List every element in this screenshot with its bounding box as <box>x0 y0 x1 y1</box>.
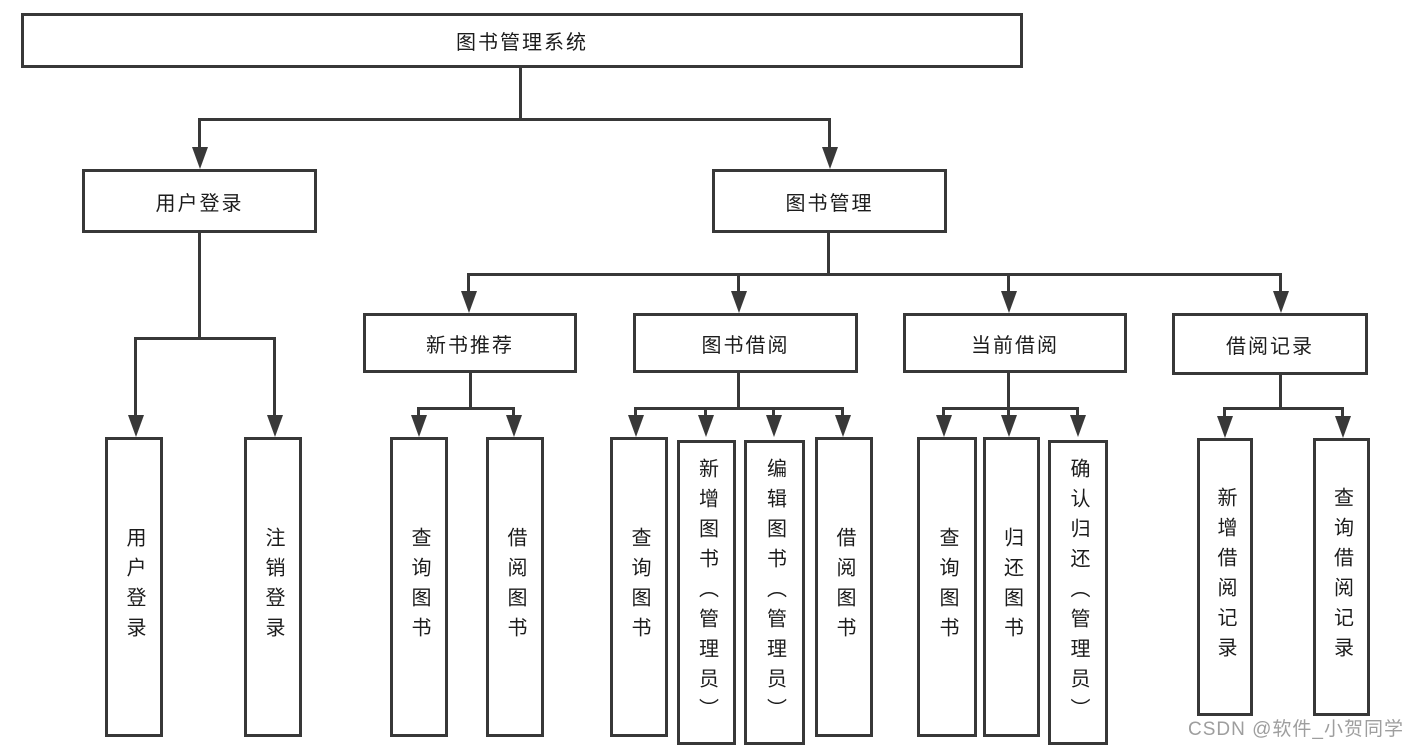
leaf-label: 查询借阅记录 <box>1330 487 1353 667</box>
connector-current-borrow-rail <box>942 407 1079 410</box>
leaf-add-borrow-record: 新增借阅记录 <box>1197 438 1253 716</box>
node-library-management-system: 图书管理系统 <box>21 13 1023 68</box>
node-label: 图书管理 <box>785 192 874 215</box>
connector-user-login-rail <box>134 337 276 340</box>
leaf-label: 确认归还（管理员） <box>1067 457 1089 728</box>
arrow-to-leaf-logout <box>273 337 276 415</box>
arrow-to-book-management <box>828 118 831 147</box>
arrow-to-book-borrow <box>737 273 740 291</box>
node-label: 借阅记录 <box>1226 335 1314 358</box>
arrow-to-borrow-books-recommend <box>512 407 515 415</box>
arrow-to-return-books <box>1007 407 1010 415</box>
leaf-add-books-admin: 新增图书（管理员） <box>677 440 736 745</box>
connector-book-management-stem <box>827 233 830 273</box>
arrow-to-current-borrow <box>1007 273 1010 291</box>
connector-book-management-rail <box>467 273 1282 276</box>
arrow-to-new-book-recommend <box>467 273 470 291</box>
leaf-confirm-return-admin: 确认归还（管理员） <box>1048 440 1108 745</box>
node-label: 当前借阅 <box>971 334 1059 357</box>
leaf-query-books-borrow: 查询图书 <box>610 437 668 737</box>
arrow-to-query-borrow-record <box>1341 407 1344 416</box>
leaf-borrow-books-recommend: 借阅图书 <box>486 437 544 737</box>
leaf-label: 注销登录 <box>262 527 284 647</box>
node-borrow-records: 借阅记录 <box>1172 313 1368 375</box>
connector-book-borrow-stem <box>737 373 740 407</box>
node-user-login: 用户登录 <box>82 169 317 233</box>
arrow-to-add-books <box>704 407 707 415</box>
connector-book-borrow-rail <box>634 407 844 410</box>
leaf-label: 查询图书 <box>628 527 650 647</box>
node-label: 用户登录 <box>155 192 244 215</box>
node-label: 图书管理系统 <box>456 32 588 54</box>
arrow-to-confirm-return <box>1076 407 1079 415</box>
connector-new-book-recommend-stem <box>469 373 472 407</box>
leaf-logout: 注销登录 <box>244 437 302 737</box>
arrow-to-borrow-records <box>1279 273 1282 291</box>
leaf-query-books-current: 查询图书 <box>917 437 977 737</box>
node-book-management: 图书管理 <box>712 169 947 233</box>
arrow-to-user-login <box>198 118 201 147</box>
connector-root-stem <box>519 68 522 118</box>
arrow-to-borrow-books <box>841 407 844 415</box>
arrow-to-leaf-user-login <box>134 337 137 415</box>
leaf-label: 查询图书 <box>408 527 430 647</box>
leaf-label: 借阅图书 <box>504 527 526 647</box>
leaf-borrow-books: 借阅图书 <box>815 437 873 737</box>
leaf-label: 查询图书 <box>936 527 958 647</box>
leaf-label: 新增图书（管理员） <box>695 457 718 728</box>
csdn-watermark: CSDN @软件_小贺同学 <box>1188 719 1404 740</box>
leaf-query-borrow-record: 查询借阅记录 <box>1313 438 1370 716</box>
arrow-to-edit-books <box>772 407 775 415</box>
leaf-label: 归还图书 <box>1000 527 1023 647</box>
leaf-label: 用户登录 <box>123 527 145 647</box>
leaf-user-login: 用户登录 <box>105 437 163 737</box>
node-new-book-recommend: 新书推荐 <box>363 313 577 373</box>
arrow-to-query-books-current <box>942 407 945 415</box>
leaf-label: 编辑图书（管理员） <box>763 457 786 728</box>
leaf-label: 新增借阅记录 <box>1214 487 1236 667</box>
leaf-query-books-recommend: 查询图书 <box>390 437 448 737</box>
connector-current-borrow-stem <box>1007 373 1010 407</box>
connector-new-book-recommend-rail <box>417 407 515 410</box>
node-book-borrow: 图书借阅 <box>633 313 858 373</box>
node-label: 图书借阅 <box>701 334 790 357</box>
node-label: 新书推荐 <box>426 334 514 357</box>
node-current-borrow: 当前借阅 <box>903 313 1127 373</box>
connector-user-login-stem <box>198 233 201 337</box>
leaf-edit-books-admin: 编辑图书（管理员） <box>744 440 805 745</box>
connector-root-rail <box>198 118 831 121</box>
arrow-to-add-borrow-record <box>1223 407 1226 416</box>
leaf-return-books: 归还图书 <box>983 437 1040 737</box>
arrow-to-query-books-recommend <box>417 407 420 415</box>
connector-borrow-records-stem <box>1279 375 1282 407</box>
leaf-label: 借阅图书 <box>833 527 855 647</box>
arrow-to-query-books-borrow <box>634 407 637 415</box>
connector-borrow-records-rail <box>1223 407 1344 410</box>
